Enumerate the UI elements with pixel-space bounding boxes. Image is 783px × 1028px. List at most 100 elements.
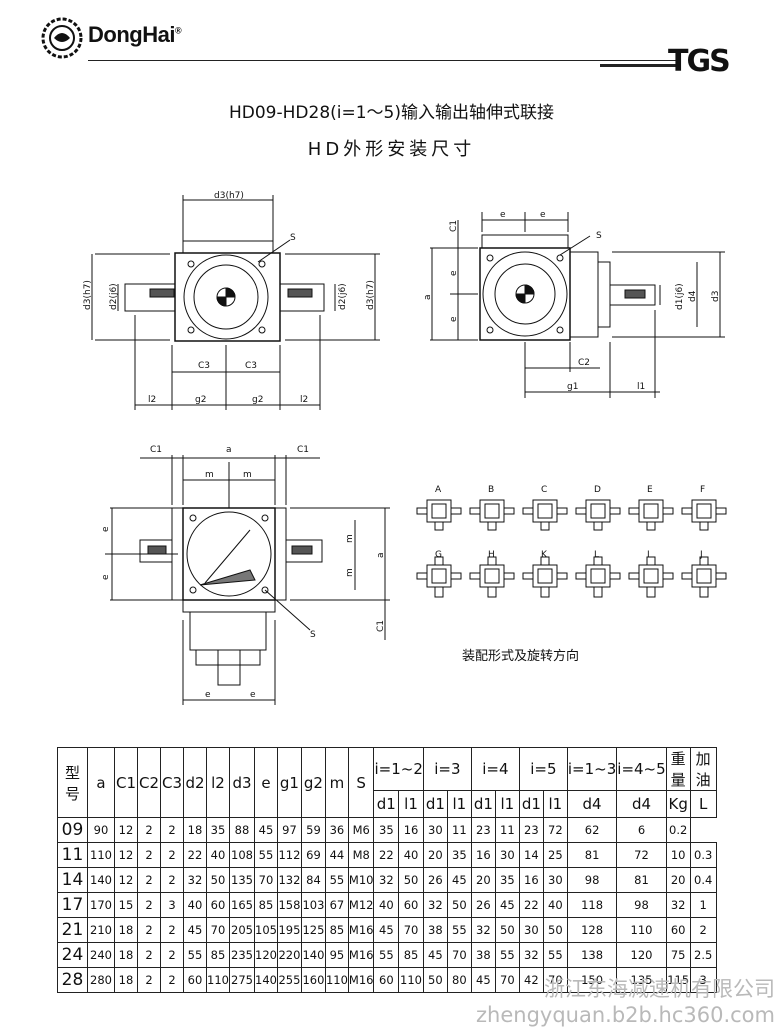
table-cell: 3 bbox=[160, 892, 184, 918]
table-cell: 50 bbox=[206, 867, 230, 893]
table-cell: 240 bbox=[87, 942, 115, 968]
assembly-form-letter: B bbox=[488, 485, 494, 495]
table-cell: 32 bbox=[665, 892, 691, 918]
table-cell: M6 bbox=[347, 817, 375, 843]
table-header-cell: C2 bbox=[137, 747, 161, 818]
assembly-form-icon bbox=[681, 556, 727, 598]
table-cell: 2 bbox=[137, 917, 161, 943]
table-subheader-cell: l1 bbox=[446, 790, 472, 818]
assembly-form-icon bbox=[416, 556, 462, 598]
table-cell: 40 bbox=[542, 892, 568, 918]
header-rule-thick bbox=[600, 64, 680, 67]
table-cell: 14 bbox=[518, 842, 544, 868]
label-d3-left: d3(h7) bbox=[83, 280, 93, 310]
table-cell: 2 bbox=[160, 867, 184, 893]
table-cell: 55 bbox=[446, 917, 472, 943]
table-cell: 42 bbox=[518, 967, 544, 993]
model-cell: 24 bbox=[57, 942, 88, 968]
table-cell: 205 bbox=[229, 917, 255, 943]
table-header-cell: i=5 bbox=[518, 747, 568, 791]
table-cell: 70 bbox=[398, 917, 424, 943]
label-S-bottom: S bbox=[310, 630, 316, 640]
table-cell: 1 bbox=[689, 892, 717, 918]
header-rule bbox=[88, 60, 678, 61]
label-e1-b: e bbox=[101, 526, 111, 532]
table-cell: 12 bbox=[114, 817, 138, 843]
table-subheader-cell: l1 bbox=[494, 790, 520, 818]
assembly-form-icon bbox=[416, 499, 462, 531]
label-g1-tr: g1 bbox=[567, 382, 578, 392]
label-e-top: e bbox=[500, 210, 506, 220]
table-cell: 110 bbox=[87, 842, 115, 868]
table-subheader-cell: Kg bbox=[665, 790, 691, 818]
watermark-line1: 浙江东海减速机有限公司 bbox=[544, 977, 775, 1001]
label-m2: m bbox=[243, 470, 252, 480]
table-cell: 32 bbox=[373, 867, 400, 893]
table-header-cell: i=3 bbox=[422, 747, 472, 791]
assembly-form-icon bbox=[522, 556, 568, 598]
table-cell: 30 bbox=[494, 842, 520, 868]
table-cell: 275 bbox=[229, 967, 255, 993]
table-cell: 45 bbox=[470, 967, 496, 993]
label-m4: m bbox=[345, 568, 355, 577]
table-cell: 118 bbox=[566, 892, 618, 918]
model-cell: 09 bbox=[57, 817, 88, 843]
table-cell: 2.5 bbox=[689, 942, 717, 968]
table-cell: 55 bbox=[373, 942, 400, 968]
table-cell: 140 bbox=[254, 967, 278, 993]
label-c1-tr: C1 bbox=[449, 220, 459, 232]
table-cell: M12 bbox=[347, 892, 375, 918]
company-logo-icon bbox=[40, 16, 84, 60]
top-right-view bbox=[430, 212, 725, 398]
table-cell: 22 bbox=[373, 842, 400, 868]
table-cell: 135 bbox=[616, 967, 667, 993]
table-cell: 69 bbox=[300, 842, 326, 868]
table-cell: 108 bbox=[229, 842, 255, 868]
table-cell: 45 bbox=[183, 917, 207, 943]
table-header-cell: C1 bbox=[114, 747, 138, 818]
label-a-tr: a bbox=[423, 294, 433, 300]
dimension-drawings: d3(h7) S C3 C3 l2 g2 g2 l2 d3(h7) d2(j6)… bbox=[83, 191, 727, 705]
table-cell: 20 bbox=[665, 867, 691, 893]
table-cell: 32 bbox=[183, 867, 207, 893]
label-a-right: a bbox=[376, 552, 386, 558]
table-cell: 165 bbox=[229, 892, 255, 918]
table-cell: 30 bbox=[422, 817, 448, 843]
assembly-form-icon bbox=[628, 499, 674, 531]
table-subheader-cell: l1 bbox=[542, 790, 568, 818]
table-header-cell: 型号 bbox=[57, 747, 88, 818]
table-cell: 125 bbox=[300, 917, 326, 943]
table-header-cell: i=4 bbox=[470, 747, 520, 791]
table-cell: 55 bbox=[494, 942, 520, 968]
table-cell: 67 bbox=[324, 892, 349, 918]
table-cell: 2 bbox=[689, 917, 717, 943]
table-subheader-cell: d1 bbox=[470, 790, 496, 818]
table-subheader-cell: L bbox=[689, 790, 717, 818]
table-cell: 12 bbox=[114, 867, 138, 893]
table-cell: 55 bbox=[183, 942, 207, 968]
table-cell: 50 bbox=[494, 917, 520, 943]
table-cell: 115 bbox=[665, 967, 691, 993]
table-cell: 50 bbox=[446, 892, 472, 918]
table-header-cell: C3 bbox=[160, 747, 184, 818]
label-e2-tr: e bbox=[449, 316, 459, 322]
table-header-cell: S bbox=[347, 747, 375, 818]
label-d1-tr: d1(j6) bbox=[675, 283, 685, 310]
table-cell: 60 bbox=[398, 892, 424, 918]
table-cell: 120 bbox=[254, 942, 278, 968]
table-cell: 50 bbox=[422, 967, 448, 993]
table-cell: 195 bbox=[276, 917, 302, 943]
table-cell: 70 bbox=[542, 967, 568, 993]
table-cell: 2 bbox=[160, 942, 184, 968]
table-cell: 18 bbox=[114, 942, 138, 968]
table-cell: M16 bbox=[347, 942, 375, 968]
table-cell: 72 bbox=[616, 842, 667, 868]
label-S-tl: S bbox=[290, 233, 296, 243]
assembly-form-letter: G bbox=[435, 550, 442, 560]
table-cell: 140 bbox=[87, 867, 115, 893]
label-g2-a: g2 bbox=[195, 395, 206, 405]
table-cell: 170 bbox=[87, 892, 115, 918]
label-d2-right: d2(j6) bbox=[338, 283, 348, 310]
assembly-form-letter: J bbox=[699, 550, 703, 560]
assembly-forms bbox=[416, 499, 727, 598]
